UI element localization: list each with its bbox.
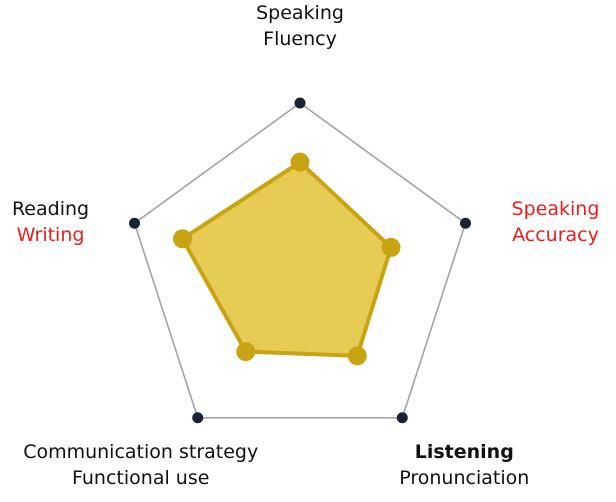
axis-label-2-line-1: Speaking [512,198,600,220]
data-point-4 [236,342,256,362]
axis-label-1-line-2: Fluency [263,28,337,50]
axis-vertex-dot-3 [396,412,408,424]
axis-vertex-dot-1 [294,97,306,109]
axis-label-5-line-1: Reading [12,198,89,220]
data-point-5 [173,229,193,249]
data-point-2 [381,237,401,257]
axis-label-3-line-1: Listening [415,441,514,463]
radar-grid [129,97,471,424]
radar-series [173,152,401,366]
axis-vertex-dot-5 [129,217,141,229]
axis-label-3-line-2: Pronunciation [399,467,529,489]
grid-outline [133,102,467,419]
data-point-3 [347,346,367,366]
series-area [180,160,394,358]
data-point-1 [290,152,310,172]
axis-label-4-line-2: Functional use [72,467,209,489]
axis-vertex-dot-2 [459,217,471,229]
axis-label-1-line-1: Speaking [256,2,344,24]
axis-label-2-line-2: Accuracy [512,224,599,246]
axis-label-5-line-2: Writing [17,224,85,246]
axis-vertex-dot-4 [192,412,204,424]
axis-label-4-line-1: Communication strategy [23,441,258,463]
